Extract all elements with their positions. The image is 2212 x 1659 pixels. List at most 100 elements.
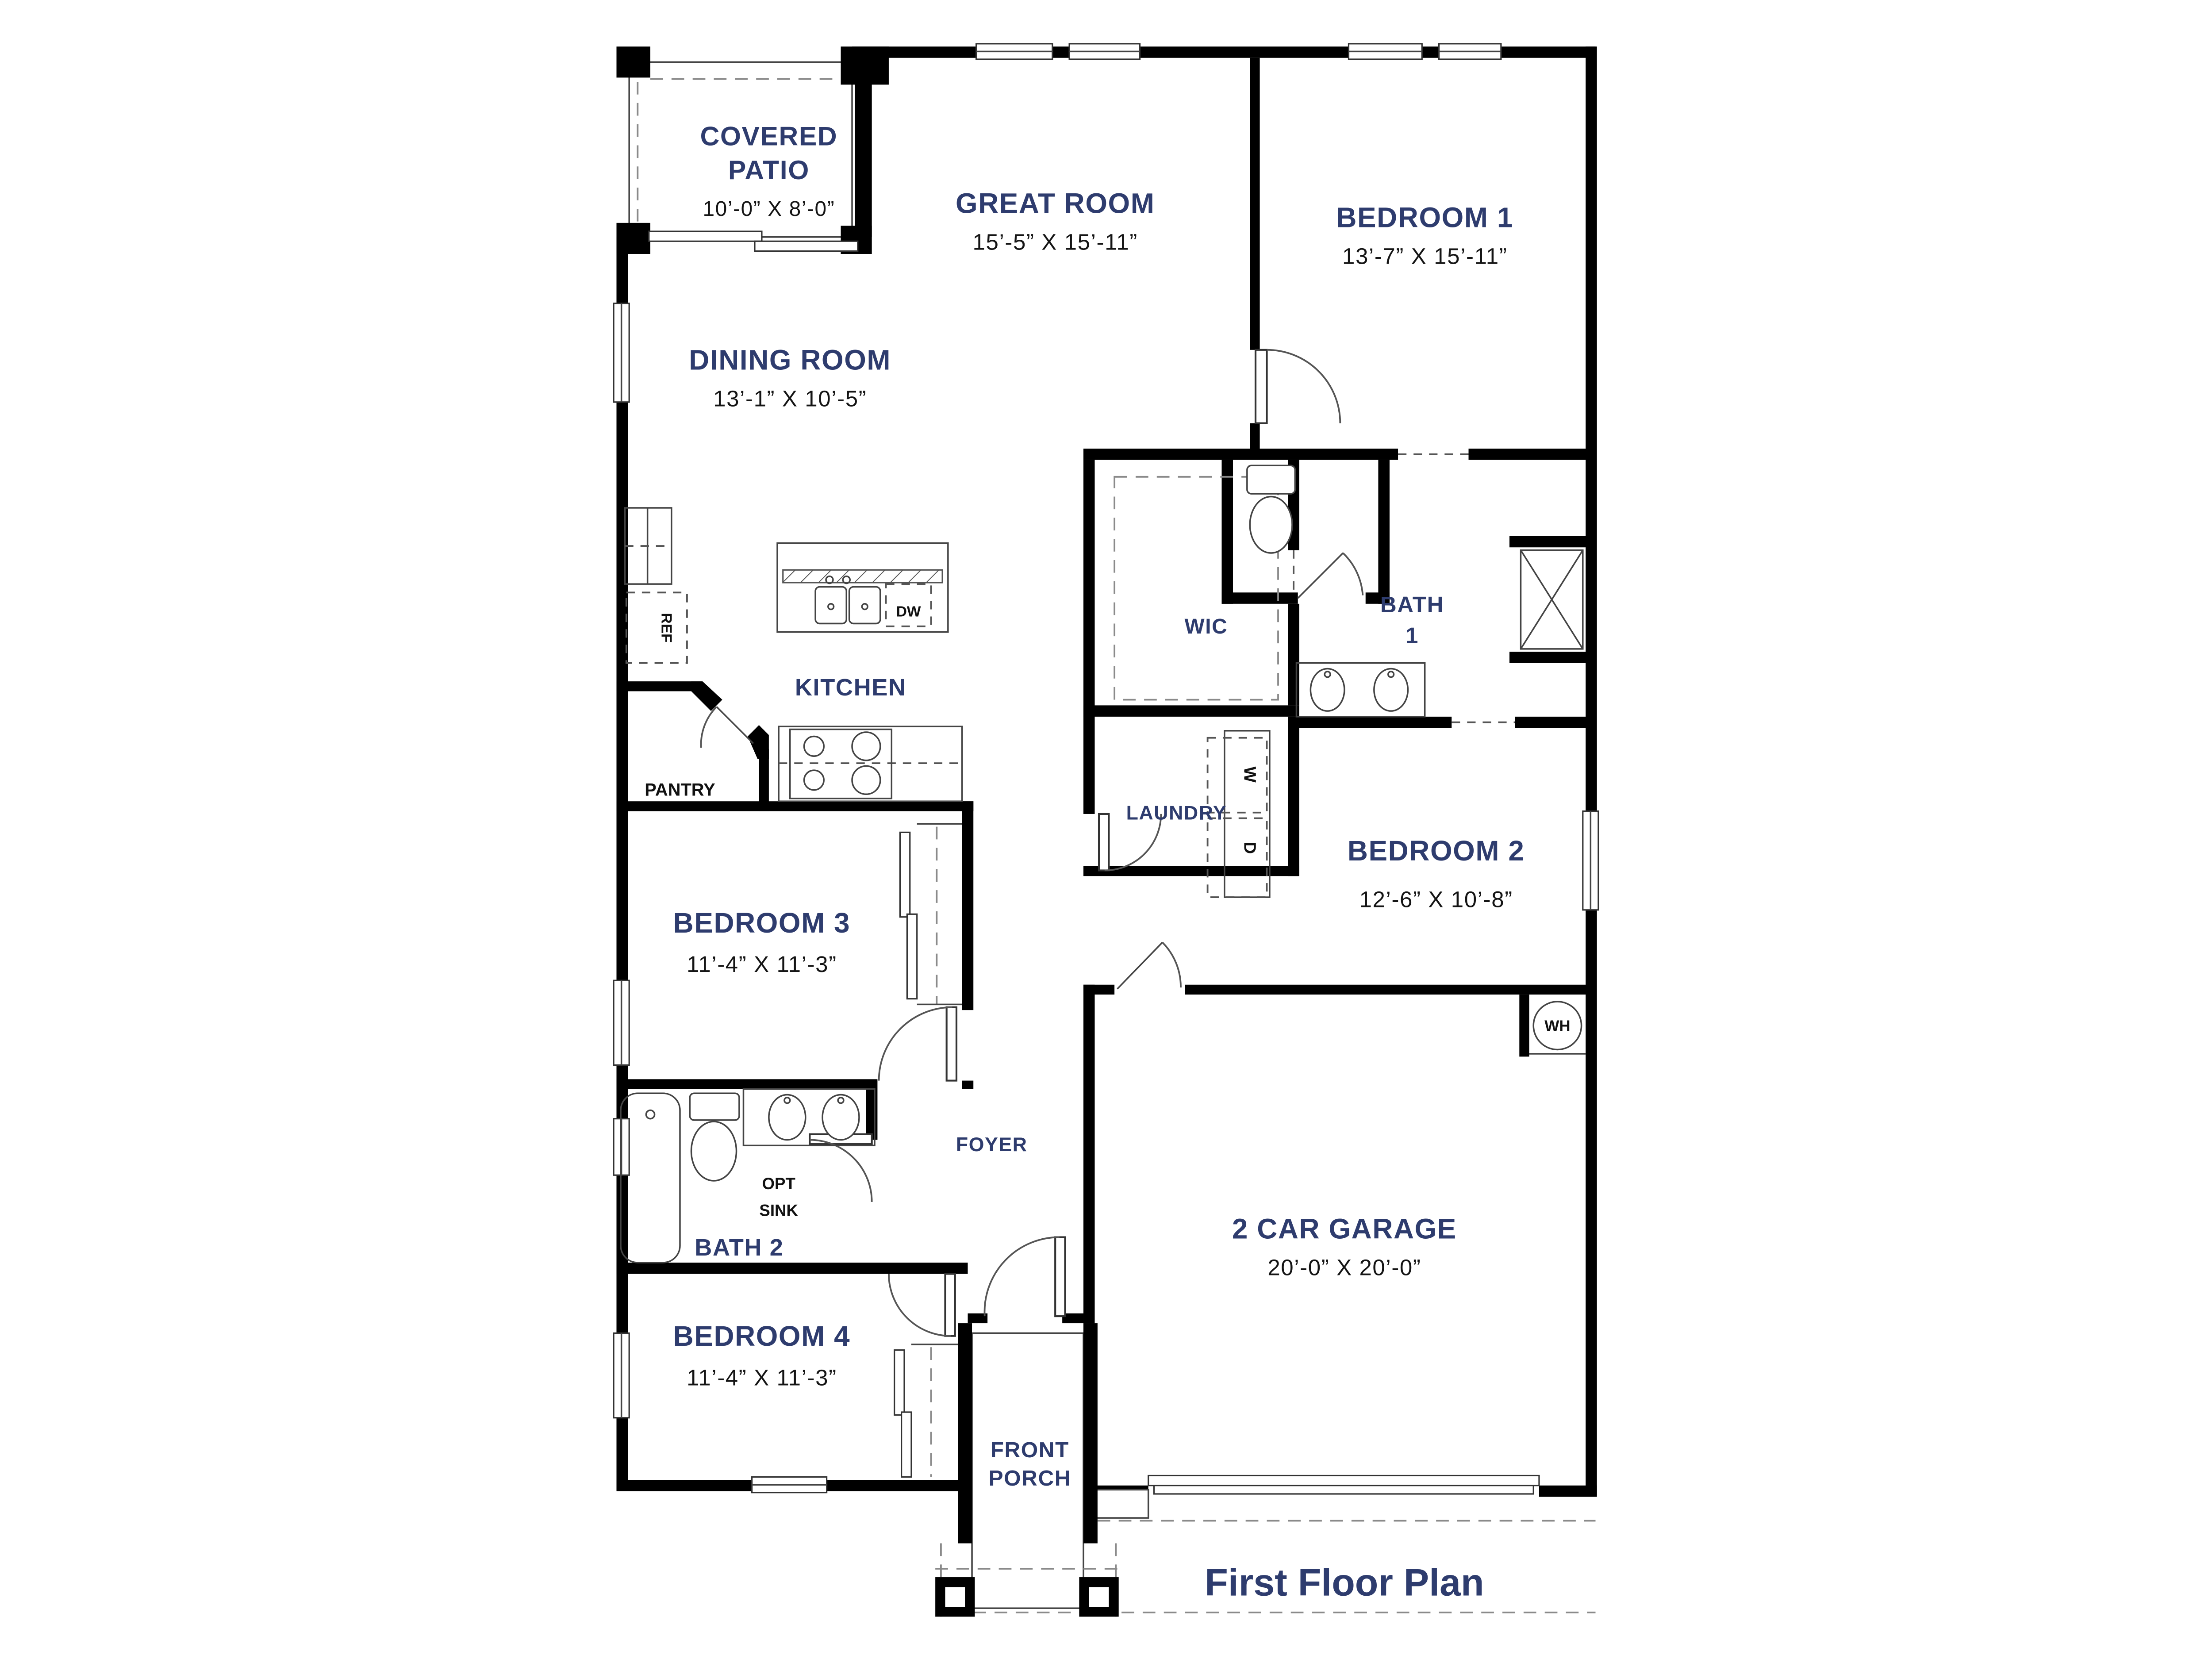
bedroom4-side-window [613,1332,630,1419]
patio-sliding-door-panel-1 [648,230,763,242]
wic-label: WIC [1185,615,1228,638]
tub-drain [645,1109,656,1120]
left-wall-seg3 [616,1065,628,1119]
laundry-east-wall [1288,716,1299,876]
kitchen-faucet-r [842,575,851,584]
kitchen-sink-basin-right [848,586,881,625]
kitchen-sink-basin-left [814,586,848,625]
bath-block-top-wall-b [1468,449,1596,460]
top-wall-seg5 [1501,46,1596,58]
laundry-door [1098,813,1162,872]
gr-br1-wall-upper [1250,58,1260,350]
left-wall-seg1 [616,237,628,303]
sink-drain-r [861,603,868,611]
kitchen-label: KITCHEN [795,674,906,701]
bedroom1-dims: 13’-7” X 15’-11” [1342,243,1507,269]
bottom-wall-seg1 [616,1480,752,1491]
pantry-door [700,706,754,748]
bath1-vanity [1295,662,1426,718]
stove [789,728,893,799]
corridor-west-wall [962,801,974,1010]
covered-patio-label-line2: PATIO [728,155,810,185]
covered-patio-structure [616,46,889,254]
washer-label: W [1240,767,1260,783]
front-door [983,1236,1066,1317]
bath2-east-wall [866,1089,878,1140]
wc-toilet [1246,465,1296,554]
bath1-south-wall-a [1288,716,1452,728]
top-wall-seg1 [852,46,976,58]
bedroom3-closet [899,823,962,1006]
island-counter-hatch [782,569,943,584]
wc-south-wall-a [1221,592,1298,604]
kitchen-island [776,542,949,633]
sink-drain-l [827,603,835,611]
burner-4 [851,765,881,795]
bath2-toilet [689,1092,740,1182]
pantry-north-wall [616,681,691,691]
opt-sink-label-line2: SINK [759,1202,798,1220]
bath1-fixtures [1114,465,1584,718]
bedroom2-window [1582,810,1599,911]
kitchen-faucet-l [825,575,834,584]
labels: COVERED PATIO 10’-0” X 8’-0” GREAT ROOM … [645,121,1570,1604]
shower [1520,549,1584,650]
garage-north-wall-a [1083,984,1115,995]
garage-door [1148,1475,1540,1495]
top-wall-seg3 [1140,46,1349,58]
interior-walls [616,58,1596,1486]
garage-bottom-seg2 [1539,1485,1597,1497]
bedroom3-north-wall [616,801,974,811]
doors [700,349,1540,1495]
bedroom3-door [878,1006,958,1082]
laundry-fixtures [1206,730,1271,898]
foyer-south-wall-b [1062,1313,1083,1324]
wc-east-wall [1378,460,1390,604]
great-room-window-1 [975,43,1053,60]
right-wall-seg2 [1586,910,1597,1496]
covered-patio-dims: 10’-0” X 8’-0” [703,197,835,221]
wic-east-wall-b [1288,603,1299,706]
dining-window [613,302,630,403]
shower-stub-bottom [1509,652,1596,663]
burner-1 [803,735,825,757]
foyer-label: FOYER [956,1134,1028,1156]
bath2-vanity [742,1088,876,1147]
bedroom4-door [888,1273,956,1337]
wc-west-wall [1221,460,1233,604]
bath2-south-wall [616,1262,968,1274]
bedroom2-door [1117,941,1182,990]
wic-shelving [1114,476,1279,701]
water-heater-label: WH [1544,1018,1570,1035]
windows [613,43,1599,1494]
garage-label: 2 CAR GARAGE [1232,1213,1457,1245]
dryer-box [1206,817,1268,898]
dishwasher-box [885,583,932,627]
bedroom2-label: BEDROOM 2 [1348,835,1525,867]
bathtub [620,1092,681,1263]
bedroom3-label: BEDROOM 3 [673,907,851,939]
right-wall-seg1 [1586,46,1597,811]
bath2-fixtures [620,1088,876,1263]
wc-door [1297,552,1364,599]
bedroom1-door [1254,349,1341,424]
bath-block-top-wall-a [1083,449,1398,460]
laundry-label: LAUNDRY [1126,803,1227,824]
kitchen-wall-cabinet [624,507,672,585]
porch-structure [935,1323,1119,1617]
pantry-label: PANTRY [645,780,715,799]
bedroom2-dims: 12’-6” X 10’-8” [1359,887,1513,912]
porch-west-wall [958,1323,972,1544]
washer-box [1206,737,1268,814]
bedroom3-dims: 11’-4” X 11’-3” [687,952,837,977]
wc-south-wall-b [1365,592,1390,604]
porch-east-wall [1083,1323,1098,1544]
burner-3 [803,769,825,791]
bedroom1-window-1 [1348,43,1423,60]
burner-2 [851,731,881,761]
bedroom3-window [613,979,630,1066]
water-heater-circle [1532,1001,1582,1051]
plan-title: First Floor Plan [1205,1562,1484,1604]
top-wall-seg2 [1052,46,1070,58]
dishwasher-label: DW [896,603,921,620]
